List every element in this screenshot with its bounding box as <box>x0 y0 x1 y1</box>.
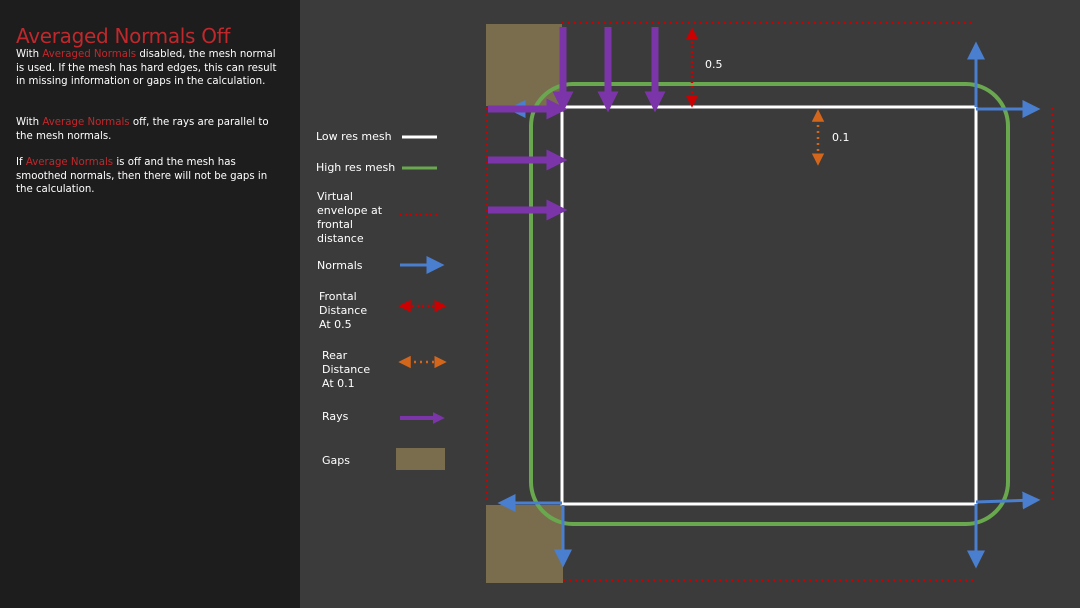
p2-before: With <box>16 117 43 128</box>
p2-term: Average Normals <box>42 117 130 128</box>
legend-high-res-label: High res mesh <box>316 161 395 174</box>
p1-before: With <box>16 49 43 60</box>
frontal-distance-value: 0.5 <box>705 58 723 71</box>
paragraph-hard-edges: With Averaged Normals disabled, the mesh… <box>16 48 286 89</box>
p3-after: is off and the mesh has smoothed normals… <box>16 157 268 196</box>
p1-after: disabled, the mesh normal is used. If th… <box>16 49 277 88</box>
legend-envelope-label: Virtual envelope at frontal distance <box>317 190 386 245</box>
gap-block-top <box>486 24 562 106</box>
slide-title: Averaged Normals Off <box>16 24 231 48</box>
legend-gaps-swatch <box>396 448 445 470</box>
legend-frontal-label: Frontal Distance At 0.5 <box>319 290 371 331</box>
paragraph-smoothed-normals: If Average Normals is off and the mesh h… <box>16 156 286 197</box>
p1-term: Averaged Normals <box>42 49 137 60</box>
low-res-mesh <box>560 105 978 506</box>
p2-after: off, the rays are parallel to the mesh n… <box>16 117 269 142</box>
paragraph-parallel-rays: With Average Normals off, the rays are p… <box>16 116 286 143</box>
description-panel: Averaged Normals Off With Averaged Norma… <box>0 0 300 608</box>
rear-distance-value: 0.1 <box>832 131 850 144</box>
normal-arrow-br-right <box>975 491 1041 510</box>
legend-gaps-label: Gaps <box>322 454 350 467</box>
p3-term: Average Normals <box>25 157 114 168</box>
legend-normals-label: Normals <box>317 259 363 272</box>
legend-low-res-label: Low res mesh <box>316 130 392 143</box>
legend-rear-label: Rear Distance At 0.1 <box>322 349 374 390</box>
high-res-mesh <box>529 82 1010 526</box>
p3-before: If <box>16 157 26 168</box>
legend: Low res mesh High res mesh Virtual envel… <box>316 130 447 470</box>
legend-rays-label: Rays <box>322 410 349 423</box>
